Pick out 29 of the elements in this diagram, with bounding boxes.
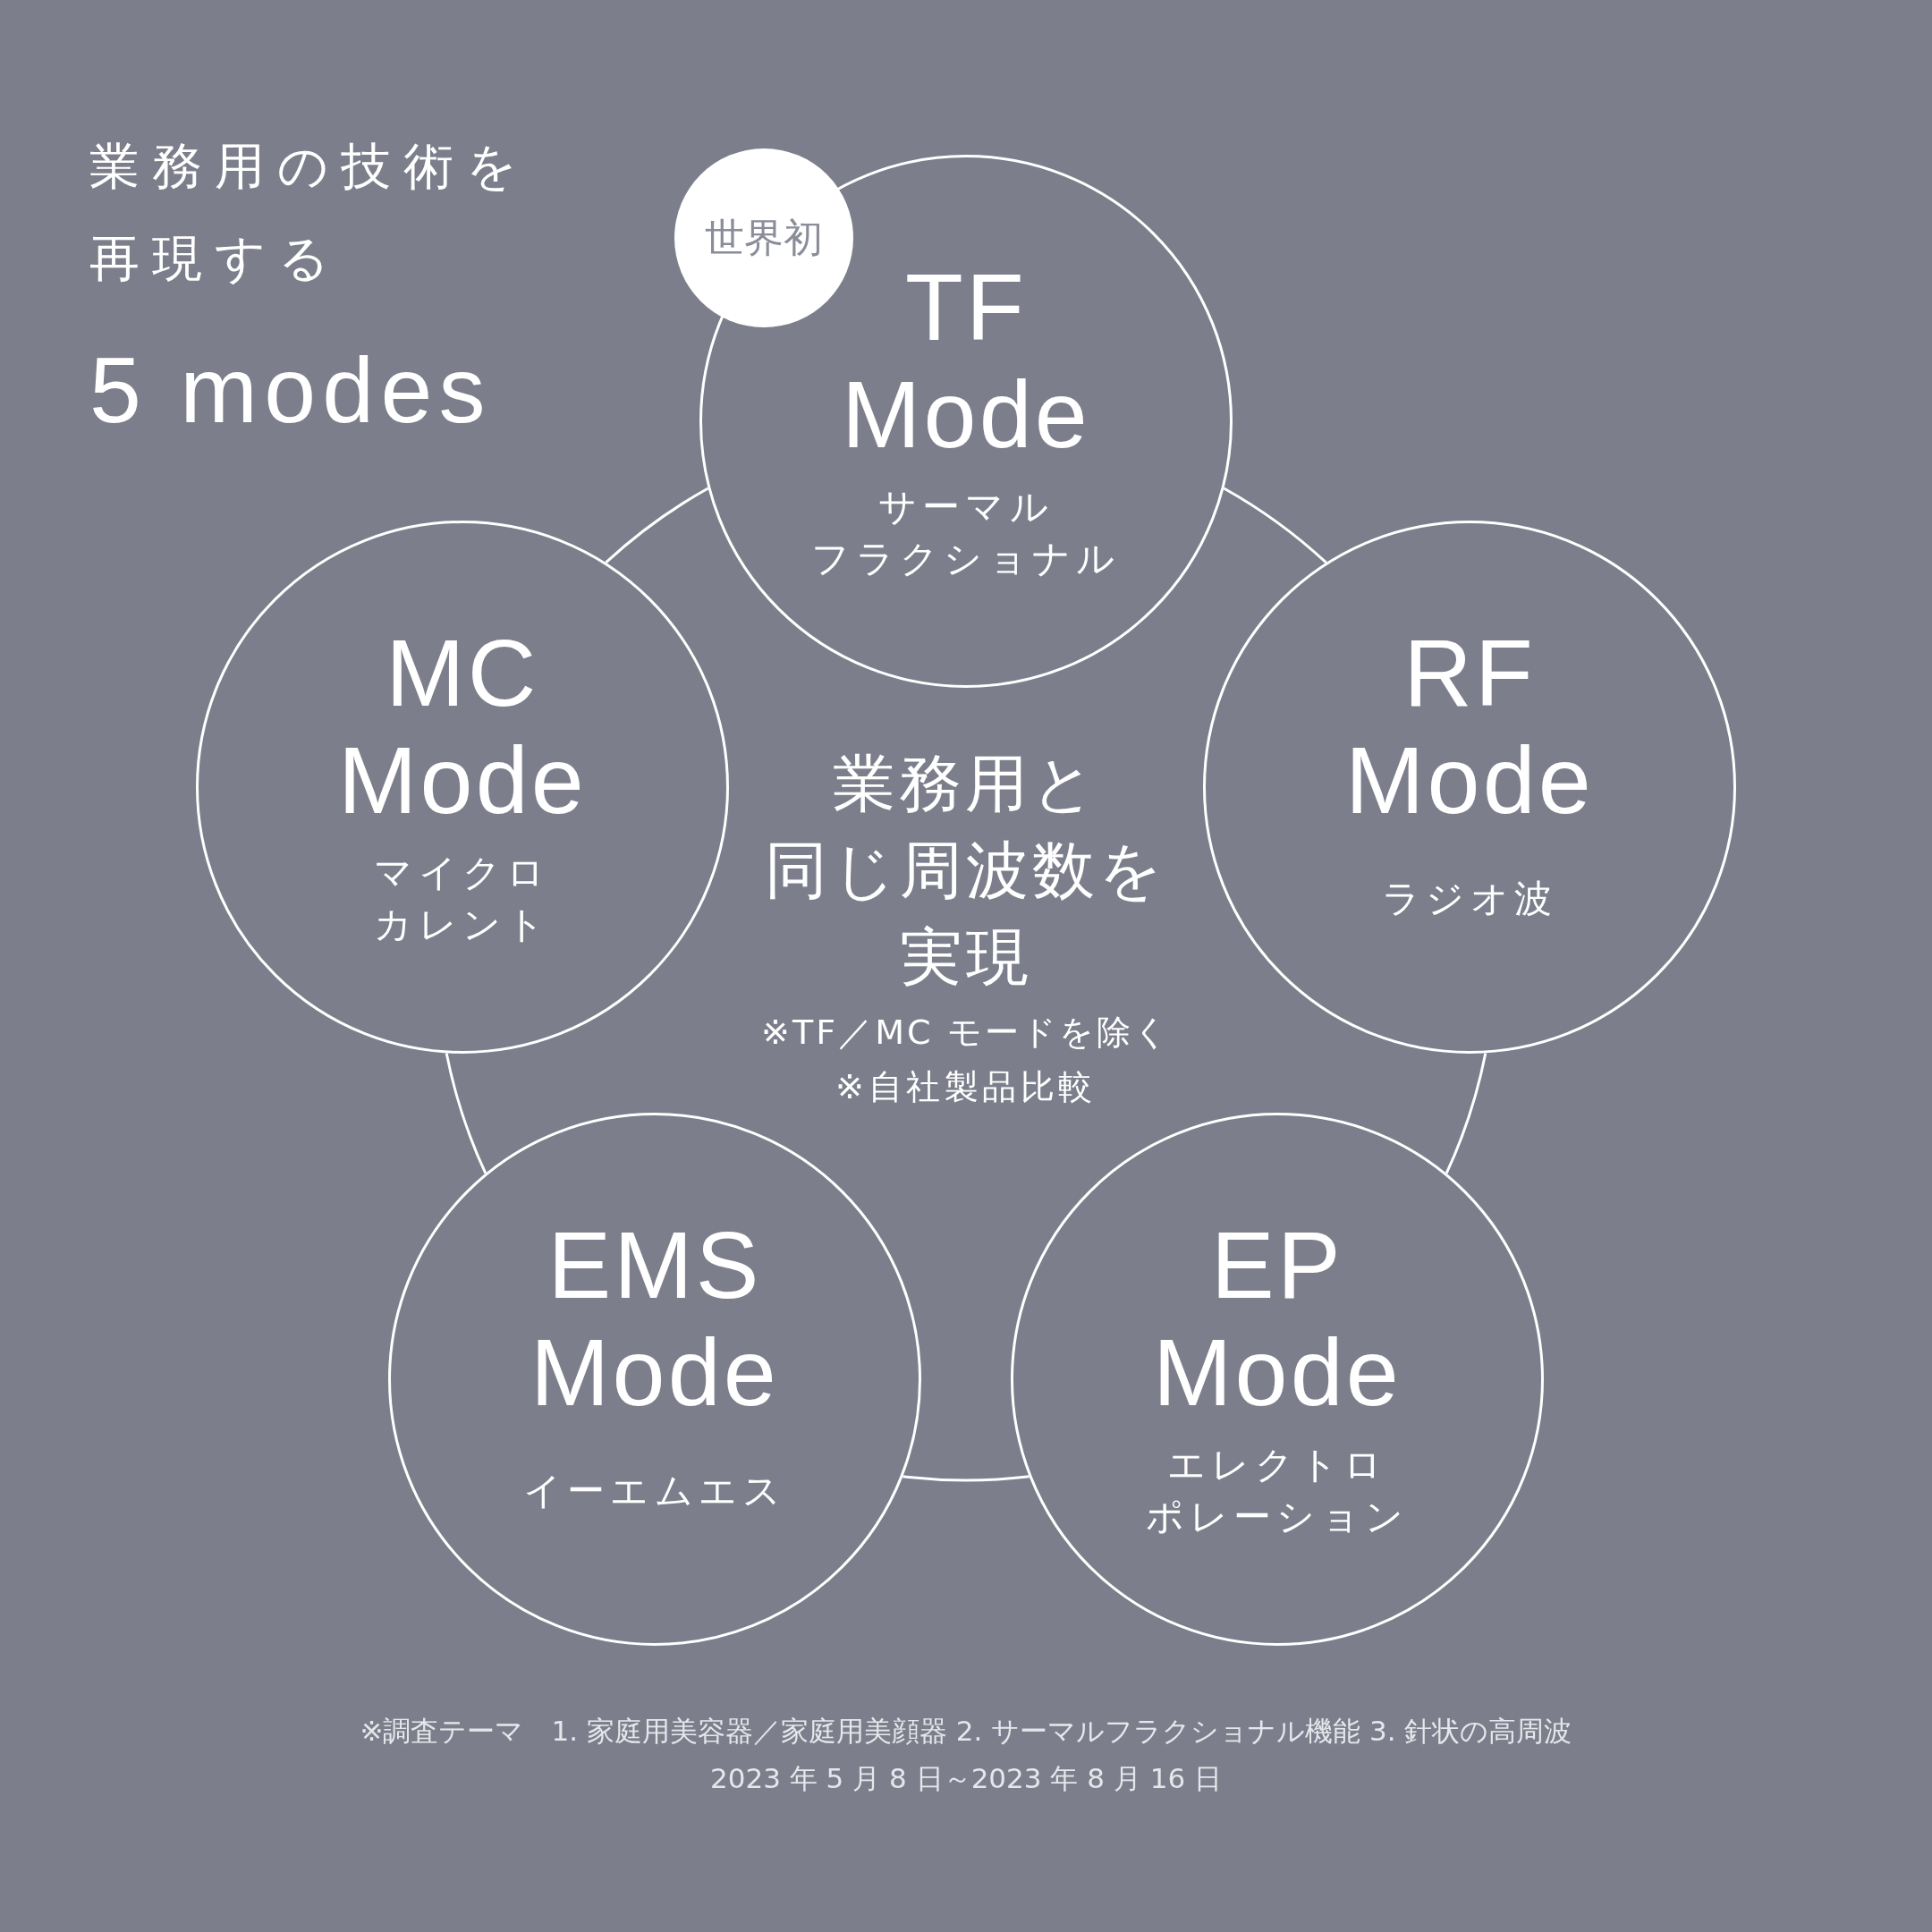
mode-circle [195,521,729,1055]
mode-name: MC Mode [337,619,588,835]
footnote-text: 2023 年 5 月 8 日～2023 年 8 月 16 日 [710,1761,1222,1796]
note-text: ※TF／MC モードを除く [761,1012,1171,1054]
mode-name: EP Mode [1152,1210,1402,1426]
connector-line [605,487,709,564]
badge-circle [674,148,853,327]
highlight-label: 世界初 [705,214,823,262]
title: 業務用の技術を再現する [89,136,530,289]
mode-description: エレクトロポレーション [1145,1441,1410,1540]
mode-description: ラジオ波 [1381,876,1558,923]
mode-description: イーエムエス [522,1467,787,1514]
mode-circle [699,155,1233,688]
mode-circle [1203,521,1736,1055]
connector-line [1445,1053,1487,1174]
footnote-text: ※調査テーマ 1. 家庭用美容器／家庭用美顔器 2. サーマルフラクショナル機能 3. 針状の高周波 [360,1714,1572,1749]
connector-line [1223,487,1327,564]
mode-description: サーマルフラクショナル [811,484,1121,582]
mode-description: マイクロカレント [374,850,551,949]
mode-circle [388,1112,921,1646]
connector-line [445,1053,487,1174]
center-statement: 業務用と同じ周波数を実現 [765,745,1167,996]
mode-circle [1010,1112,1544,1646]
mode-name: TF Mode [841,253,1091,468]
note-text: ※自社製品比較 [835,1066,1097,1108]
connector-line [902,1475,1030,1482]
headline: 5 modes [89,337,492,444]
mode-name: EMS Mode [530,1210,780,1426]
mode-name: RF Mode [1344,619,1595,835]
